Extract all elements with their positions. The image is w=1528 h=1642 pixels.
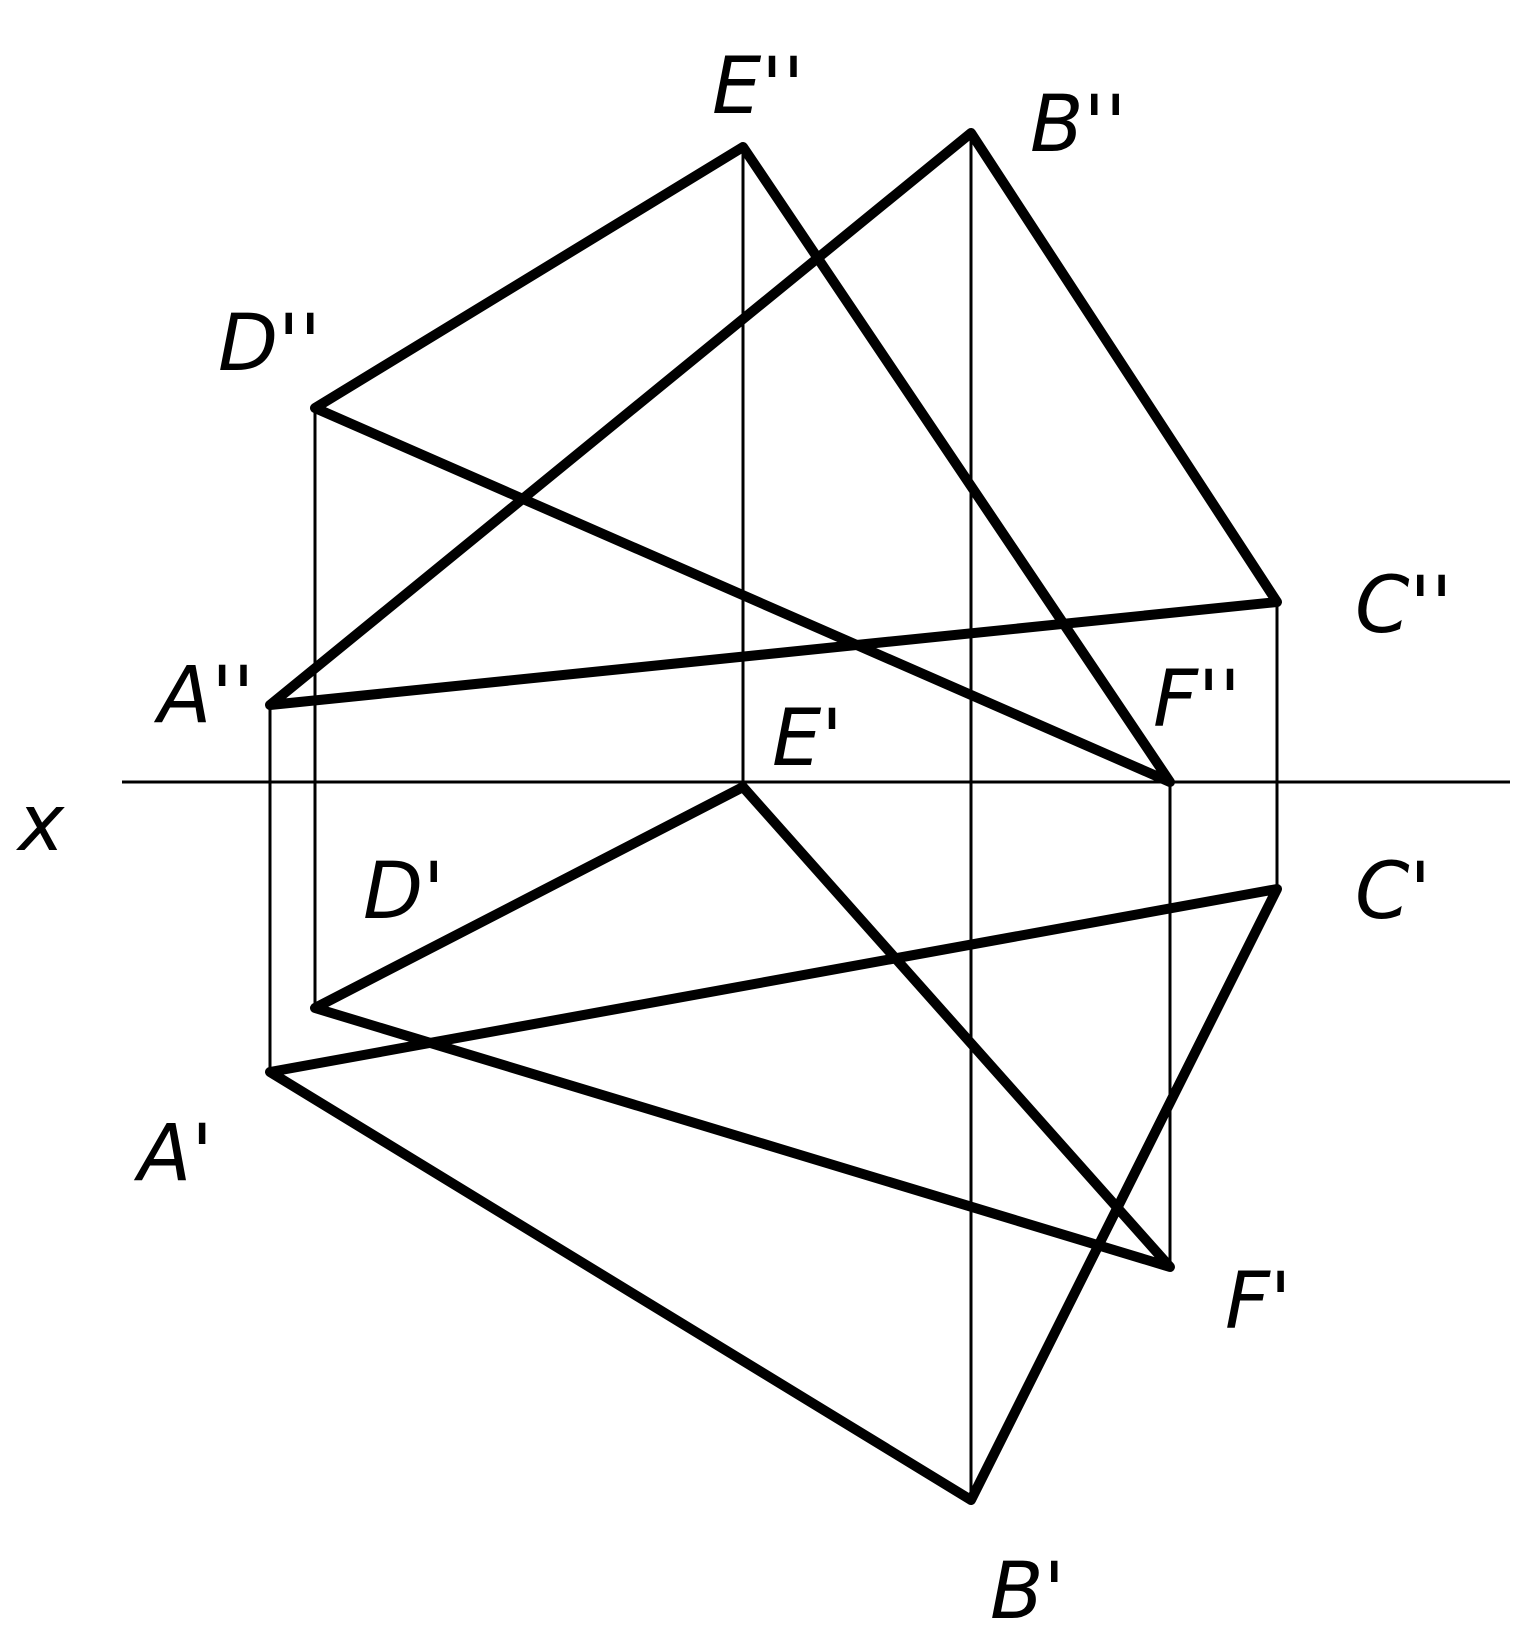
projection-link-lines (268, 133, 1279, 1500)
triangle-def-frontal (310, 142, 1175, 787)
frontal-projection (265, 128, 1282, 787)
horizontal-projection (265, 782, 1282, 1505)
point-labels: x E'' B'' D'' C'' A'' F'' E' D' C' A' F'… (15, 42, 1452, 1637)
label-e-prime: E' (772, 694, 843, 784)
label-f-double-prime: F'' (1153, 655, 1241, 745)
label-d-prime: D' (363, 847, 445, 937)
label-e-double-prime: E'' (712, 42, 804, 132)
triangle-abc-frontal (265, 128, 1282, 710)
triangle-abc-horizontal (265, 884, 1282, 1505)
label-d-double-prime: D'' (218, 299, 321, 389)
triangle-def-horizontal (310, 782, 1175, 1272)
label-b-prime: B' (990, 1547, 1065, 1637)
label-c-double-prime: C'' (1355, 561, 1452, 651)
label-b-double-prime: B'' (1030, 80, 1126, 170)
label-a-double-prime: A'' (153, 651, 254, 741)
axis-label-x: x (15, 779, 65, 869)
label-f-prime: F' (1225, 1257, 1291, 1347)
label-c-prime: C' (1355, 847, 1431, 937)
label-a-prime: A' (133, 1109, 213, 1199)
